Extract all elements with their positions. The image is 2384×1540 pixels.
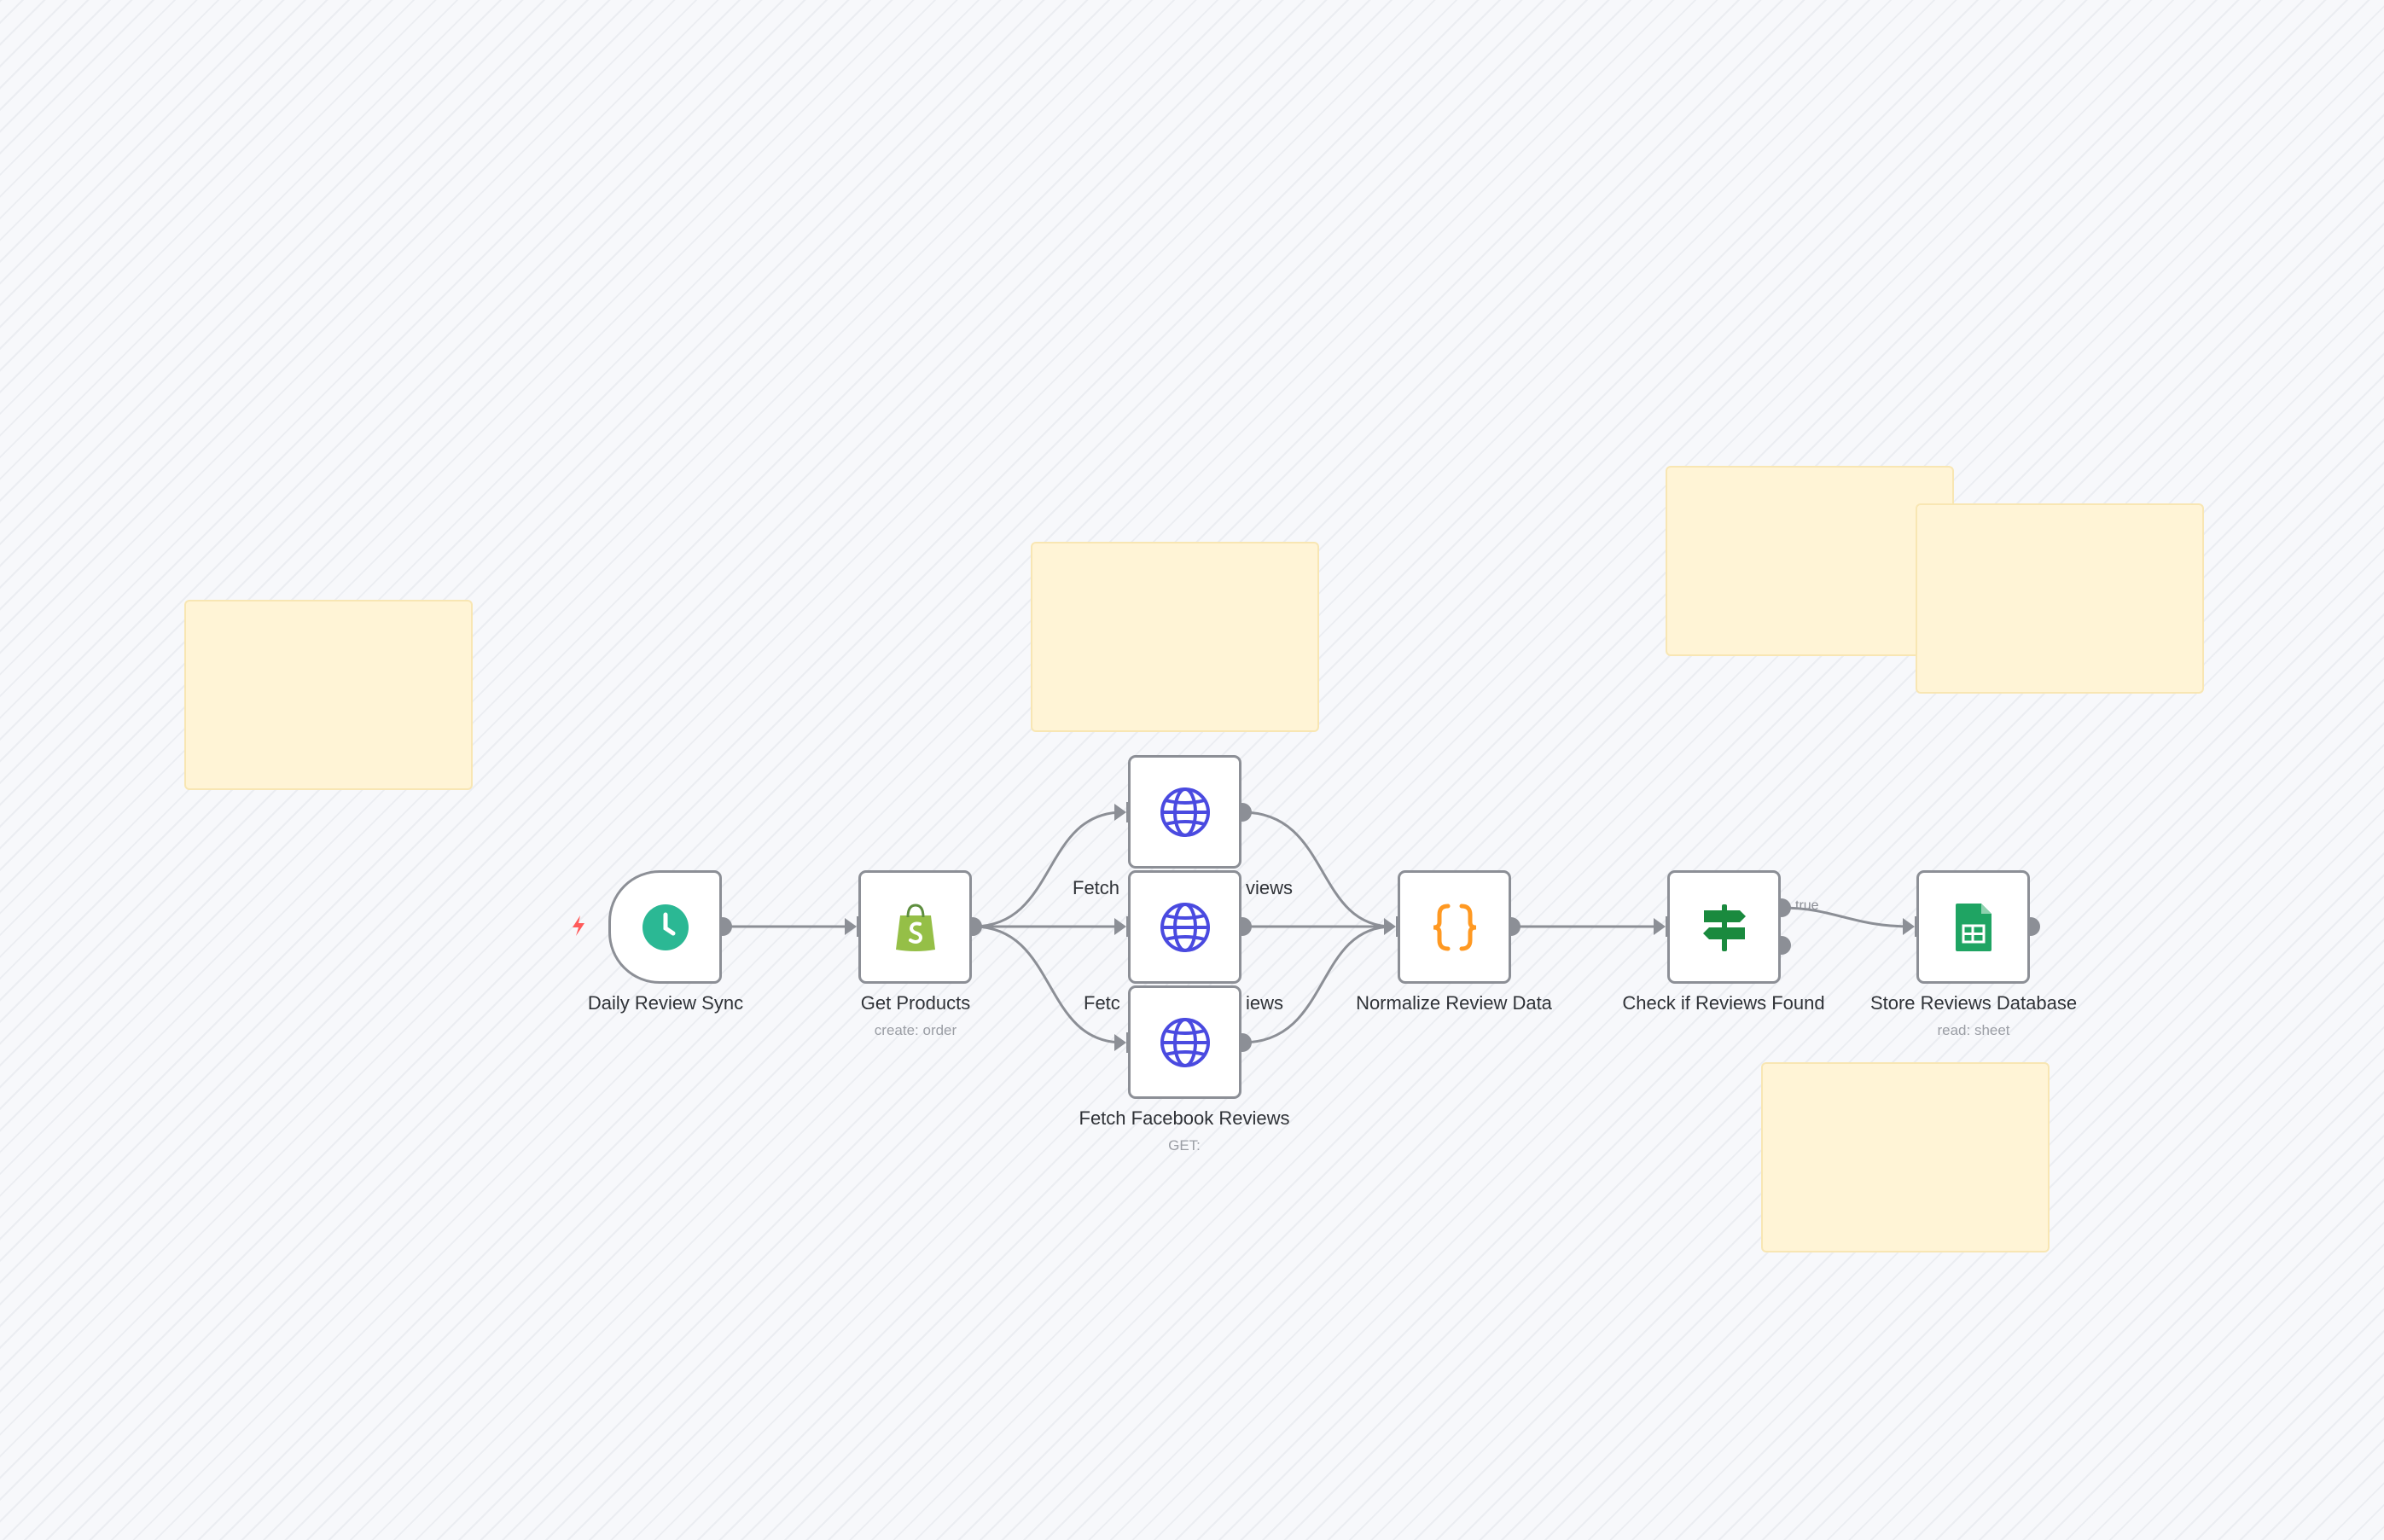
sticky-note[interactable]	[1761, 1062, 2050, 1252]
arrow-head	[1114, 1034, 1126, 1051]
node-subtitle: GET:	[1168, 1137, 1201, 1154]
google-sheets-icon	[1954, 902, 1993, 953]
node-title: Fetch Facebook Reviews	[1079, 1107, 1290, 1129]
node-subtitle: create: order	[874, 1022, 957, 1038]
node-title: views	[1246, 877, 1294, 898]
node-title: Fetch	[1073, 877, 1120, 898]
sticky-note[interactable]	[1916, 503, 2204, 694]
code-braces-icon	[1429, 902, 1480, 953]
node-subtitle: read: sheet	[1937, 1022, 2010, 1038]
sticky-note[interactable]	[184, 600, 473, 790]
node-get-products[interactable]	[858, 870, 972, 984]
globe-icon	[1160, 902, 1211, 953]
connection-fetch-top-to-normalize	[1241, 811, 1393, 928]
shopify-icon	[893, 902, 938, 953]
arrow-head	[1654, 918, 1666, 935]
connection-fetch-facebook-to-normalize	[1241, 925, 1393, 1044]
node-title: Check if Reviews Found	[1622, 992, 1825, 1014]
node-fetch-reviews-top[interactable]	[1128, 755, 1241, 869]
arrow-head	[1903, 918, 1915, 935]
connection-check-true-to-store	[1781, 906, 1912, 928]
node-store-reviews-database[interactable]	[1916, 870, 2030, 984]
globe-icon	[1160, 787, 1211, 838]
node-daily-review-sync[interactable]	[608, 870, 722, 984]
node-fetch-reviews-middle[interactable]	[1128, 870, 1241, 984]
node-title: Store Reviews Database	[1869, 992, 2078, 1014]
connection-products-to-fetch-top	[972, 811, 1124, 928]
arrow-head	[845, 918, 857, 935]
node-title: Daily Review Sync	[587, 992, 744, 1014]
node-title: Get Products	[860, 992, 971, 1014]
signpost-icon	[1699, 902, 1750, 953]
edge-label-true: true	[1795, 898, 1819, 913]
sticky-note[interactable]	[1031, 542, 1319, 732]
lightning-bolt-icon	[573, 915, 584, 936]
node-check-if-reviews-found[interactable]	[1667, 870, 1781, 984]
node-title: iews	[1246, 992, 1284, 1014]
arrow-head	[1114, 918, 1126, 935]
node-title: Fetc	[1084, 992, 1120, 1014]
connection-products-to-fetch-facebook	[972, 925, 1124, 1044]
globe-icon	[1160, 1017, 1211, 1068]
node-normalize-review-data[interactable]	[1398, 870, 1511, 984]
sticky-note[interactable]	[1666, 466, 1954, 656]
arrow-head	[1114, 804, 1126, 821]
arrow-head	[1384, 918, 1396, 935]
node-fetch-facebook-reviews[interactable]	[1128, 985, 1241, 1099]
clock-icon	[642, 904, 689, 951]
node-title: Normalize Review Data	[1356, 992, 1552, 1014]
